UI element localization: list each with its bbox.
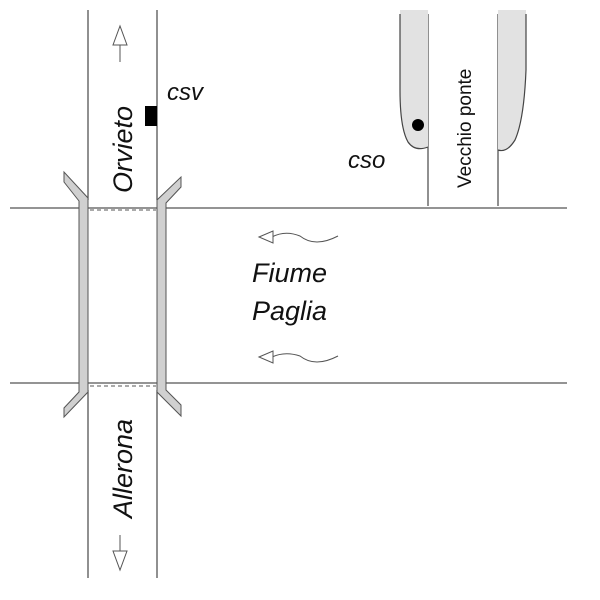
old-bridge-pier-east-outline	[497, 14, 527, 152]
sensor-csv-marker	[145, 106, 157, 126]
flow-arrow-upper-icon	[257, 230, 339, 244]
river-label-line2: Paglia	[252, 296, 327, 326]
sensor-csv-label: csv	[167, 79, 205, 106]
road-label-orvieto: Orvieto	[108, 106, 138, 193]
sensor-cso-marker	[412, 119, 424, 131]
old-bridge-pier-west	[400, 10, 428, 149]
old-bridge-label: Vecchio ponte	[455, 69, 476, 188]
sensor-cso-label: cso	[348, 147, 385, 174]
arrow-up-icon	[112, 24, 128, 62]
bridge-parapet-east	[156, 175, 182, 418]
river-label-line1: Fiume	[252, 258, 327, 288]
old-bridge-pier-west-outline	[399, 14, 429, 150]
road-label-allerona: Allerona	[108, 419, 138, 520]
arrow-down-icon	[112, 535, 128, 572]
bridge-parapet-west	[63, 170, 89, 419]
flow-arrow-lower-icon	[257, 350, 339, 364]
old-bridge-pier-east	[498, 10, 526, 151]
